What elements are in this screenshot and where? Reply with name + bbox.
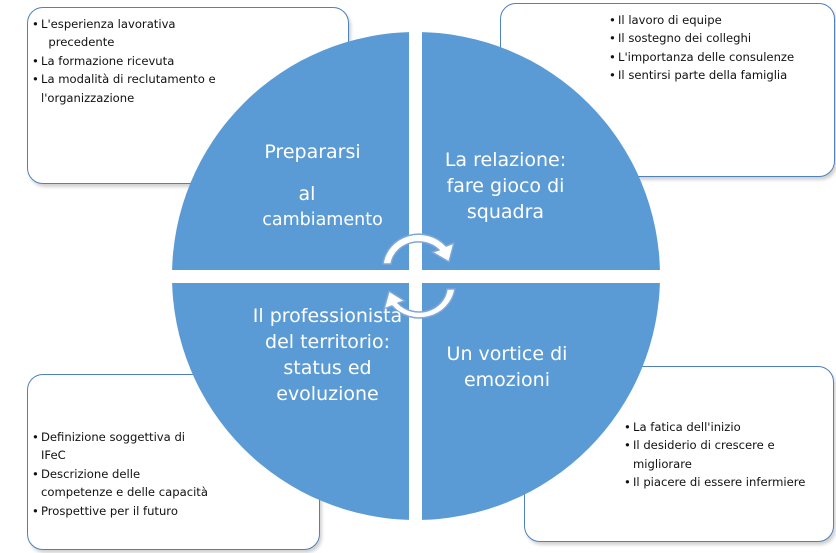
- list-item: Prospettive per il futuro: [32, 502, 319, 521]
- quadrant-bottom-right-title: Un vortice di emozioni: [446, 343, 568, 391]
- list-item-cont: l'organizzazione: [41, 90, 135, 105]
- list-item: Il piacere di essere infermiere: [624, 473, 833, 492]
- list-item: L'importanza delle consulenze: [609, 48, 834, 67]
- quadrant-bottom-left-title: Il professionista del territorio: status…: [252, 305, 403, 405]
- list-item: La fatica dell'inizio: [624, 418, 833, 437]
- list-item: L'esperienza lavorativa precedente: [32, 15, 348, 52]
- list-item-cont: precedente: [41, 35, 115, 50]
- list-item: La modalità di reclutamento el'organizza…: [32, 70, 348, 107]
- circular-arrows-icon: [382, 233, 456, 319]
- list-item: Il sentirsi parte della famiglia: [609, 66, 834, 85]
- list-item: Il sostegno dei colleghi: [609, 29, 834, 48]
- quadrant-top-left-title: Prepararsi: [264, 141, 361, 163]
- quadrant-top-left: [172, 32, 409, 270]
- quadrant-top-right: [422, 32, 660, 270]
- quadrant-bottom-right: [422, 283, 660, 520]
- list-item: La formazione ricevuta: [32, 52, 348, 71]
- quadrant-top-right-title: La relazione: fare gioco di squadra: [444, 149, 567, 223]
- list-item: Il lavoro di equipe: [609, 11, 834, 30]
- quadrant-bottom-left: [172, 283, 409, 520]
- quadrant-top-left-title-2: al: [298, 183, 316, 205]
- quadrant-top-left-title-3: cambiamento: [262, 210, 383, 230]
